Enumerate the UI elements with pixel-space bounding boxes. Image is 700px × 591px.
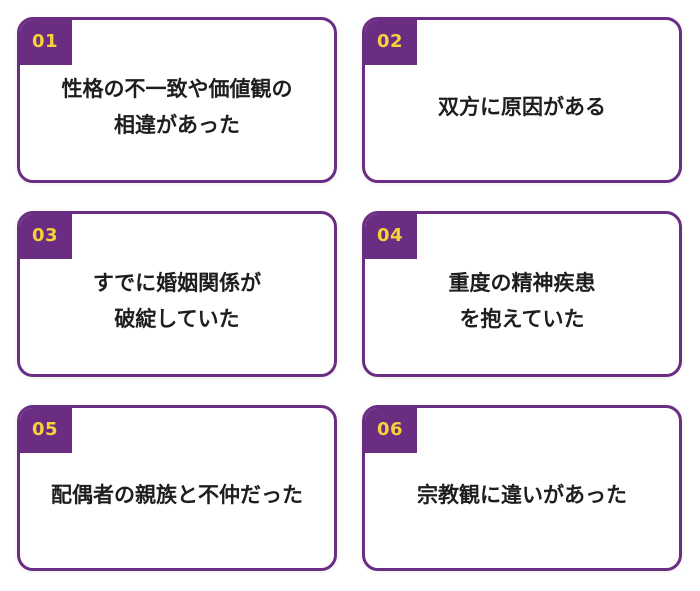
badge-number: 06: [376, 419, 404, 440]
reason-card-03: 03 すでに婚姻関係が 破綻していた: [17, 211, 337, 377]
number-badge: 04: [365, 214, 417, 259]
reason-card-06: 06 宗教観に違いがあった: [362, 405, 682, 571]
badge-number: 05: [31, 419, 59, 440]
reason-card-04: 04 重度の精神疾患 を抱えていた: [362, 211, 682, 377]
card-text: 性格の不一致や価値観の 相違があった: [61, 77, 293, 137]
card-text: 双方に原因がある: [438, 95, 606, 119]
number-badge: 03: [20, 214, 72, 259]
reason-card-05: 05 配偶者の親族と不仲だった: [17, 405, 337, 571]
reason-card-01: 01 性格の不一致や価値観の 相違があった: [17, 17, 337, 183]
badge-number: 04: [376, 225, 404, 246]
reason-card-02: 02 双方に原因がある: [362, 17, 682, 183]
number-badge: 02: [365, 20, 417, 65]
card-text: 宗教観に違いがあった: [417, 483, 627, 507]
card-text: 重度の精神疾患 を抱えていた: [448, 271, 596, 331]
card-text: 配偶者の親族と不仲だった: [51, 483, 303, 507]
badge-number: 03: [31, 225, 59, 246]
number-badge: 05: [20, 408, 72, 453]
card-text: すでに婚姻関係が 破綻していた: [92, 271, 262, 331]
number-badge: 06: [365, 408, 417, 453]
badge-number: 02: [376, 31, 404, 52]
badge-number: 01: [31, 31, 59, 52]
number-badge: 01: [20, 20, 72, 65]
